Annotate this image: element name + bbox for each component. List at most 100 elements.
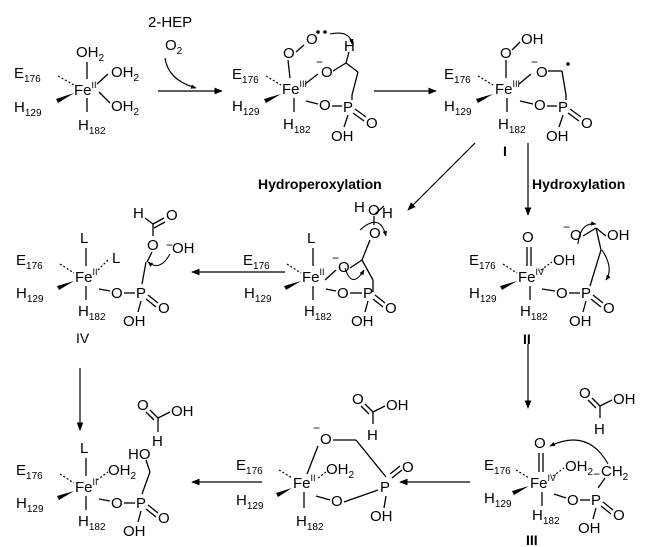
svg-text:O: O xyxy=(613,507,625,524)
svg-text:FeIV: FeIV xyxy=(518,267,544,286)
svg-text:O: O xyxy=(534,435,546,452)
svg-text:FeIII: FeIII xyxy=(282,79,307,98)
svg-text:O: O xyxy=(158,300,170,317)
svg-text:H129: H129 xyxy=(444,98,472,118)
svg-text:OH2: OH2 xyxy=(108,462,137,482)
svg-text:O: O xyxy=(321,64,333,81)
svg-text:H129: H129 xyxy=(16,285,44,305)
svg-text:OH2: OH2 xyxy=(111,98,140,118)
svg-text:H182: H182 xyxy=(78,117,106,137)
complex-fe2-chelate: E176 H129 H182 FeII OH2 − O O P O OH O H… xyxy=(236,391,414,533)
svg-text:OH2: OH2 xyxy=(111,64,140,84)
svg-text:OH: OH xyxy=(546,128,569,145)
svg-text:HO: HO xyxy=(128,446,151,463)
svg-text:H: H xyxy=(354,199,365,216)
complex-IV: E176 H129 H182 FeII L L O P O OH − OH H … xyxy=(16,205,195,346)
svg-text:O2: O2 xyxy=(165,37,183,57)
svg-text:O: O xyxy=(158,510,170,527)
svg-text:OH: OH xyxy=(123,523,146,540)
svg-text:O: O xyxy=(579,385,591,402)
svg-text:−: − xyxy=(593,467,600,481)
svg-text:−: − xyxy=(166,238,173,252)
svg-text:H182: H182 xyxy=(520,303,548,323)
svg-text:H129: H129 xyxy=(232,98,260,118)
svg-text:O: O xyxy=(385,300,397,317)
pathway-hydroxylation: Hydroxylation xyxy=(532,176,625,192)
label-I: I xyxy=(503,143,507,159)
svg-text:O: O xyxy=(337,285,349,302)
svg-text:FeII: FeII xyxy=(302,267,325,286)
complex-fe2-peroxy-adduct: E176 H129 H182 FeII L − O O O H H O P O … xyxy=(243,199,397,330)
svg-text:O: O xyxy=(283,45,295,62)
svg-text:E176: E176 xyxy=(444,66,471,86)
svg-text:OH: OH xyxy=(553,252,576,269)
svg-text:O: O xyxy=(567,492,579,509)
svg-text:O: O xyxy=(331,493,343,510)
svg-text:O: O xyxy=(111,495,123,512)
svg-text:FeII: FeII xyxy=(75,477,98,496)
svg-text:−: − xyxy=(313,421,320,435)
svg-text:−: − xyxy=(316,55,323,69)
svg-text:OH: OH xyxy=(123,313,146,330)
svg-text:E176: E176 xyxy=(484,457,511,477)
svg-text:OH: OH xyxy=(521,31,544,48)
svg-text:FeIII: FeIII xyxy=(495,79,520,98)
svg-text:O: O xyxy=(369,225,381,242)
svg-text:FeII: FeII xyxy=(293,473,316,492)
svg-text:P: P xyxy=(380,479,390,496)
svg-text:E176: E176 xyxy=(14,65,41,85)
svg-text:FeII: FeII xyxy=(75,267,98,286)
svg-text:H: H xyxy=(367,427,378,444)
svg-text:H: H xyxy=(594,421,605,438)
svg-text:P: P xyxy=(343,99,353,116)
svg-text:H182: H182 xyxy=(296,513,324,533)
svg-text:H: H xyxy=(382,205,393,222)
complex-fe3-superoxo: E176 H129 H182 FeIII O O − O H O P O OH xyxy=(232,30,378,145)
svg-text:P: P xyxy=(136,495,146,512)
svg-text:O: O xyxy=(570,227,582,244)
label-III: III xyxy=(526,532,538,547)
svg-text:−: − xyxy=(531,55,538,69)
svg-text:O: O xyxy=(368,202,380,219)
reagents-label: 2-HEP O2 xyxy=(148,14,192,57)
svg-text:OH: OH xyxy=(351,313,374,330)
svg-text:O: O xyxy=(500,45,512,62)
svg-text:O: O xyxy=(366,115,378,132)
svg-text:H: H xyxy=(133,205,144,222)
svg-text:OH: OH xyxy=(386,397,409,414)
svg-text:E176: E176 xyxy=(16,462,43,482)
svg-text:L: L xyxy=(307,230,315,247)
svg-text:OH: OH xyxy=(370,508,393,525)
label-IV: IV xyxy=(76,330,90,346)
complex-III: E176 H129 H182 FeIV O OH2 O P O OH − CH2… xyxy=(484,385,636,547)
svg-text:H129: H129 xyxy=(469,285,497,305)
svg-text:H129: H129 xyxy=(14,99,42,119)
svg-text:OH: OH xyxy=(171,403,194,420)
svg-text:H182: H182 xyxy=(283,116,311,136)
svg-text:H182: H182 xyxy=(304,303,332,323)
svg-text:L: L xyxy=(112,250,120,267)
svg-text:OH: OH xyxy=(578,520,601,537)
svg-text:O: O xyxy=(319,97,331,114)
svg-text:L: L xyxy=(80,440,88,457)
svg-text:H129: H129 xyxy=(16,495,44,515)
svg-text:L: L xyxy=(80,230,88,247)
svg-text:P: P xyxy=(591,492,601,509)
svg-text:2-HEP: 2-HEP xyxy=(148,14,192,31)
svg-text:O: O xyxy=(320,431,332,448)
complex-II: E176 H129 H182 FeIV O OH O P O OH − O OH… xyxy=(469,220,630,347)
svg-text:O: O xyxy=(147,237,159,254)
svg-text:O: O xyxy=(536,64,548,81)
svg-text:H182: H182 xyxy=(78,303,106,323)
svg-text:OH: OH xyxy=(172,240,195,257)
svg-text:OH: OH xyxy=(613,391,636,408)
svg-text:OH: OH xyxy=(607,227,630,244)
svg-text:P: P xyxy=(581,285,591,302)
svg-text:O: O xyxy=(522,229,534,246)
svg-text:E176: E176 xyxy=(469,252,496,272)
svg-text:P: P xyxy=(363,285,373,302)
svg-text:H: H xyxy=(152,433,163,450)
svg-text:O: O xyxy=(111,285,123,302)
svg-text:FeII: FeII xyxy=(74,80,97,99)
svg-text:CH2: CH2 xyxy=(601,463,629,483)
